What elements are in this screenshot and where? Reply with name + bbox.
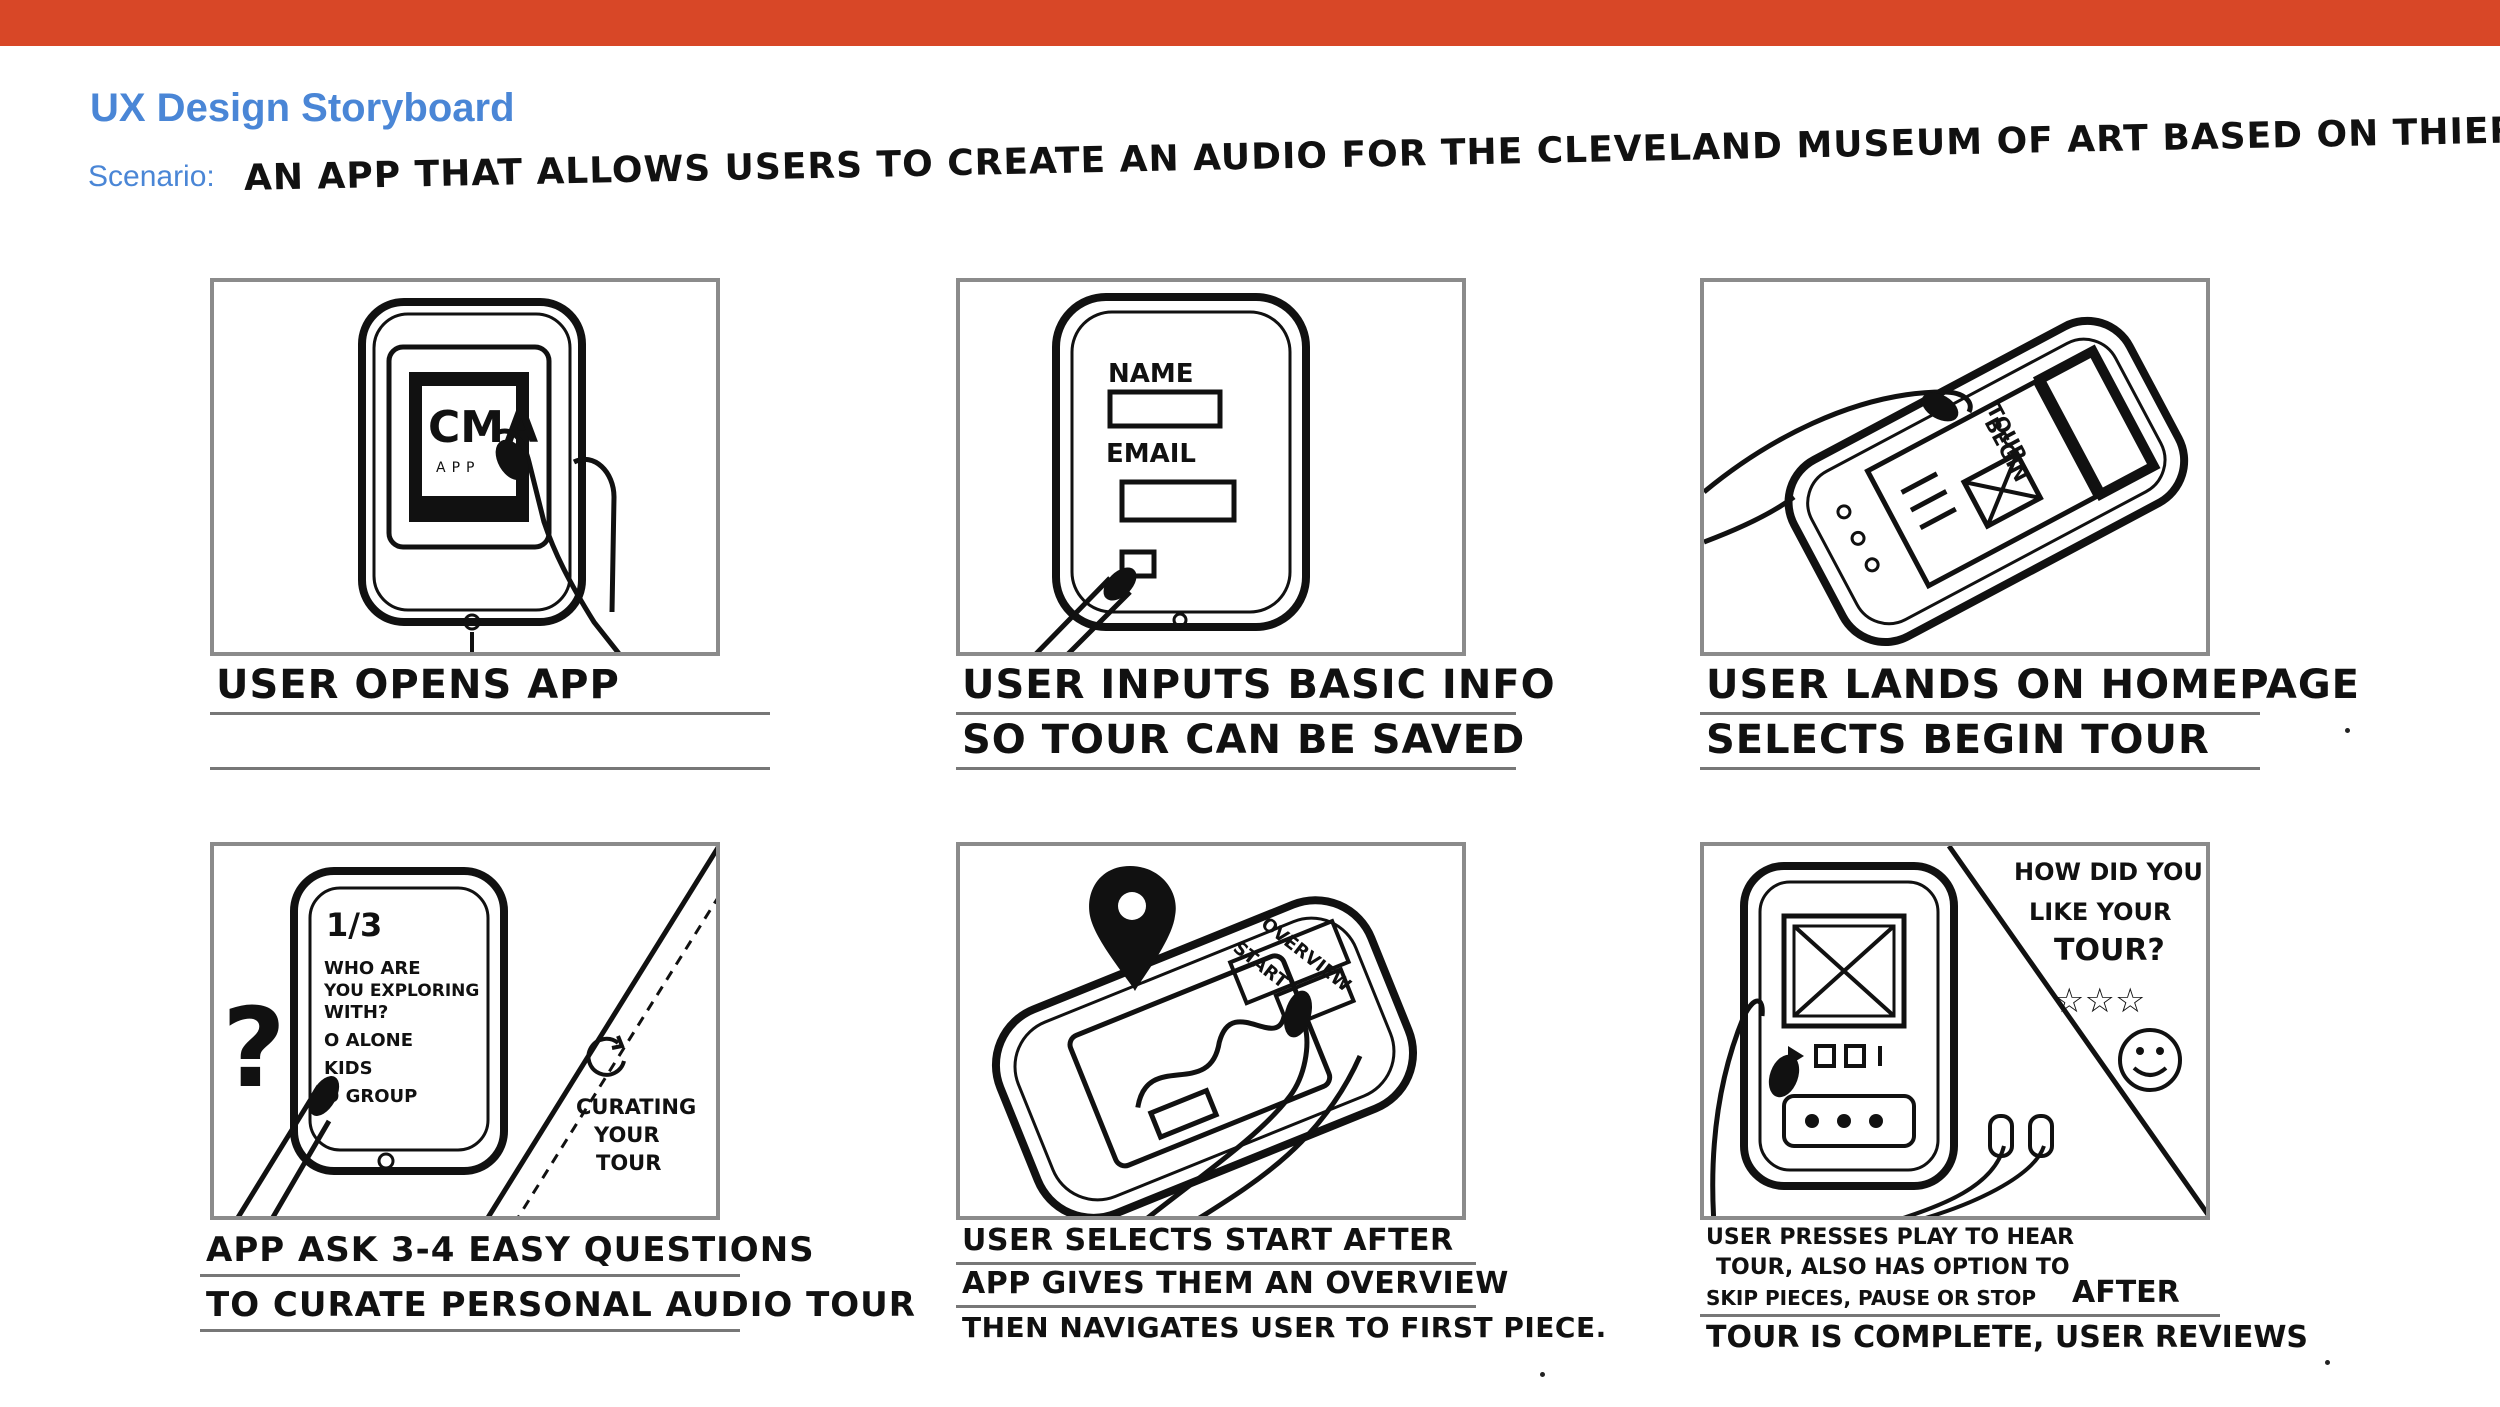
- scenario-row: Scenario: AN APP THAT ALLOWS USERS TO CR…: [88, 148, 2388, 208]
- caption-2-line-1: USER INPUTS BASIC INFO: [962, 662, 1556, 708]
- option-alone: O ALONE: [324, 1030, 413, 1051]
- caption-4-line-1: APP ASK 3-4 EASY QUESTIONS: [206, 1230, 815, 1270]
- storyboard-frame-5: OVERVIEW START: [956, 842, 1466, 1220]
- sketch-label-name: NAME: [1108, 359, 1194, 389]
- caption-1: USER OPENS APP: [210, 660, 770, 770]
- curating-text-3: TOUR: [596, 1151, 661, 1175]
- caption-4-line-2: TO CURATE PERSONAL AUDIO TOUR: [206, 1285, 916, 1325]
- caption-3: USER LANDS ON HOMEPAGE SELECTS BEGIN TOU…: [1700, 660, 2260, 770]
- question-line-1: WHO ARE: [324, 958, 421, 979]
- caption-2: USER INPUTS BASIC INFO SO TOUR CAN BE SA…: [956, 660, 1516, 770]
- caption-6-line-3: SKIP PIECES, PAUSE or STOP: [1706, 1286, 2036, 1310]
- caption-6-line-4: TOUR IS COMPLETE, USER REVIEWS: [1706, 1320, 2308, 1355]
- question-line-2: YOU EXPLORING: [323, 981, 479, 1001]
- question-mark-doodle: ?: [222, 984, 286, 1112]
- sketch-phone-review: HOW DID YOU LIKE YOUR TOUR? ☆☆☆: [1704, 846, 2210, 1220]
- caption-3-line-1: USER LANDS ON HOMEPAGE: [1706, 662, 2360, 708]
- storyboard-frame-1: CMA APP: [210, 278, 720, 656]
- caption-1-line-1: USER OPENS APP: [216, 662, 620, 708]
- sketch-phone-homepage: BEGIN TOUR: [1704, 282, 2210, 656]
- sketch-phone-questions: 1/3 WHO ARE YOU EXPLORING WITH? O ALONE …: [214, 846, 720, 1220]
- sketch-label-app: APP: [436, 460, 480, 476]
- review-prompt-3: TOUR?: [2054, 933, 2165, 968]
- caption-5: USER SELECTS START AFTER APP GIVES THEM …: [956, 1222, 1596, 1348]
- storyboard-frame-2: NAME EMAIL: [956, 278, 1466, 656]
- storyboard-frame-3: BEGIN TOUR: [1700, 278, 2210, 656]
- caption-6-after: AFTER: [2072, 1275, 2180, 1310]
- caption-4: APP ASK 3-4 EASY QUESTIONS TO CURATE PER…: [200, 1222, 840, 1332]
- scenario-label: Scenario:: [88, 160, 215, 194]
- sketch-phone-opening-app: CMA APP: [214, 282, 720, 656]
- sketch-phone-map: OVERVIEW START: [960, 846, 1466, 1220]
- sketch-phone-form: NAME EMAIL: [960, 282, 1466, 656]
- scenario-text: AN APP THAT ALLOWS USERS TO CREATE AN AU…: [244, 107, 2500, 199]
- stray-ink-dot: [2325, 1360, 2330, 1365]
- sketch-label-email: EMAIL: [1106, 439, 1196, 469]
- page-title: UX Design Storyboard: [90, 86, 515, 131]
- review-prompt-1: HOW DID YOU: [2014, 858, 2203, 886]
- caption-5-line-3: THEN NAVIGATES USER TO FIRST PIECE.: [962, 1311, 1607, 1344]
- caption-5-line-2: APP GIVES THEM AN OVERVIEW: [962, 1266, 1509, 1301]
- stray-ink-dot: [2345, 728, 2350, 733]
- storyboard-frame-6: HOW DID YOU LIKE YOUR TOUR? ☆☆☆: [1700, 842, 2210, 1220]
- caption-3-line-2: SELECTS BEGIN TOUR: [1706, 717, 2210, 763]
- caption-6-line-1: USER PRESSES PLAY TO HEAR: [1706, 1225, 2074, 1250]
- caption-2-line-2: SO TOUR CAN BE SAVED: [962, 717, 1525, 763]
- star-rating: ☆☆☆: [2054, 981, 2145, 1021]
- caption-5-line-1: USER SELECTS START AFTER: [962, 1223, 1454, 1258]
- review-prompt-2: LIKE YOUR: [2029, 898, 2171, 926]
- caption-6-line-2: TOUR, ALSO HAS OPTION TO: [1716, 1255, 2070, 1280]
- option-kids: KIDS: [324, 1058, 373, 1079]
- curating-text-2: YOUR: [593, 1123, 660, 1147]
- curating-text-1: CURATING: [576, 1095, 696, 1119]
- storyboard-frame-4: 1/3 WHO ARE YOU EXPLORING WITH? O ALONE …: [210, 842, 720, 1220]
- question-line-3: WITH?: [324, 1002, 388, 1023]
- question-progress: 1/3: [326, 906, 382, 944]
- stray-ink-dot: [1540, 1372, 1545, 1377]
- top-accent-bar: [0, 0, 2500, 46]
- caption-6: USER PRESSES PLAY TO HEAR TOUR, ALSO HAS…: [1700, 1222, 2320, 1359]
